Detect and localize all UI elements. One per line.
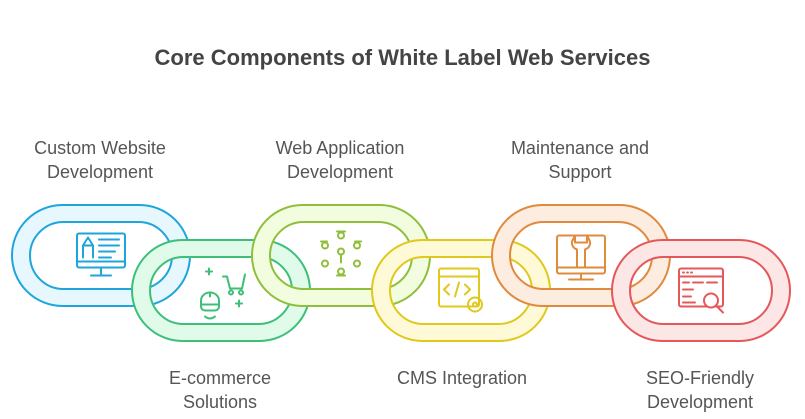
label-line: Solutions (182, 392, 258, 412)
label-line: Support (548, 162, 612, 182)
label-line: Maintenance and (510, 138, 650, 158)
label-line: Web Application (275, 138, 405, 158)
chain-link-6 (611, 239, 791, 342)
network-nodes-icon (320, 230, 362, 277)
label-line: E-commerce (168, 368, 271, 388)
link-ring (371, 239, 551, 342)
label-line: SEO-Friendly (645, 368, 755, 388)
diagram-title: Core Components of White Label Web Servi… (154, 45, 651, 70)
chain-link-4 (371, 239, 551, 342)
label-line: Development (46, 162, 154, 182)
monitor-design-icon (76, 232, 126, 277)
label-line: CMS Integration (396, 368, 528, 388)
link-ring (131, 239, 311, 342)
link-ring (611, 239, 791, 342)
label-line: Custom Website (34, 138, 166, 158)
monitor-wrench-icon (556, 234, 606, 281)
label-line: Development (646, 392, 754, 412)
vr-shopping-cart-icon (200, 267, 246, 320)
chain-link-2 (131, 239, 311, 342)
code-window-gear-icon (438, 267, 483, 313)
label-line: Development (286, 162, 394, 182)
browser-search-icon (678, 267, 724, 314)
label-cms-integration: CMS Integration (362, 366, 562, 390)
